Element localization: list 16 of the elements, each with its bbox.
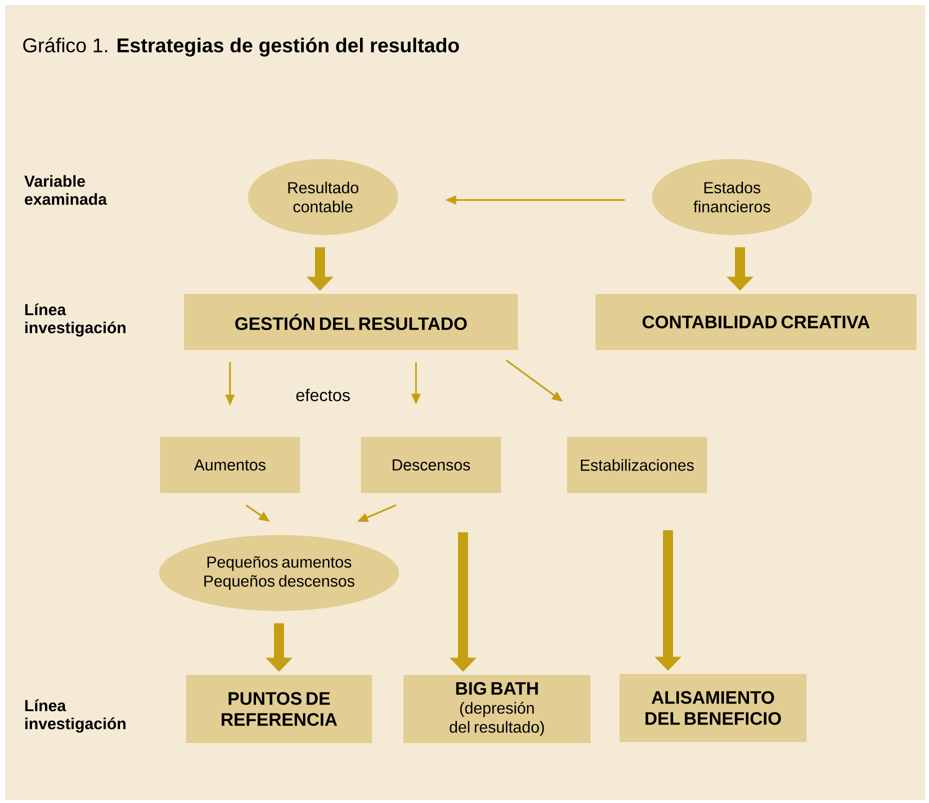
process-box: CONTABILIDAD CREATIVA [596,294,916,350]
process-box: BIG BATH (depresión del resultado) [404,675,590,743]
oval-node: Pequeños aumentos Pequeños descensos [159,535,399,611]
process-box: Estabilizaciones [567,437,707,493]
process-box: GESTIÓN DEL RESULTADO [184,294,518,350]
oval-node: Resultado contable [248,159,398,235]
process-box: ALISAMIENTO DEL BENEFICIO [620,674,806,742]
row-label: Variable examinada [24,175,108,205]
process-box: Aumentos [160,437,300,493]
diagram-title: Gráfico 1. Estrategias de gestión del resultado [23,38,459,56]
oval-node: Estados financieros [652,159,812,235]
row-label: Línea investigación [25,699,126,733]
annotation-text: efectos [296,388,350,402]
row-label: Línea investigación [25,303,126,337]
process-box: PUNTOS DE REFERENCIA [186,675,372,743]
process-box: Descensos [361,437,501,493]
